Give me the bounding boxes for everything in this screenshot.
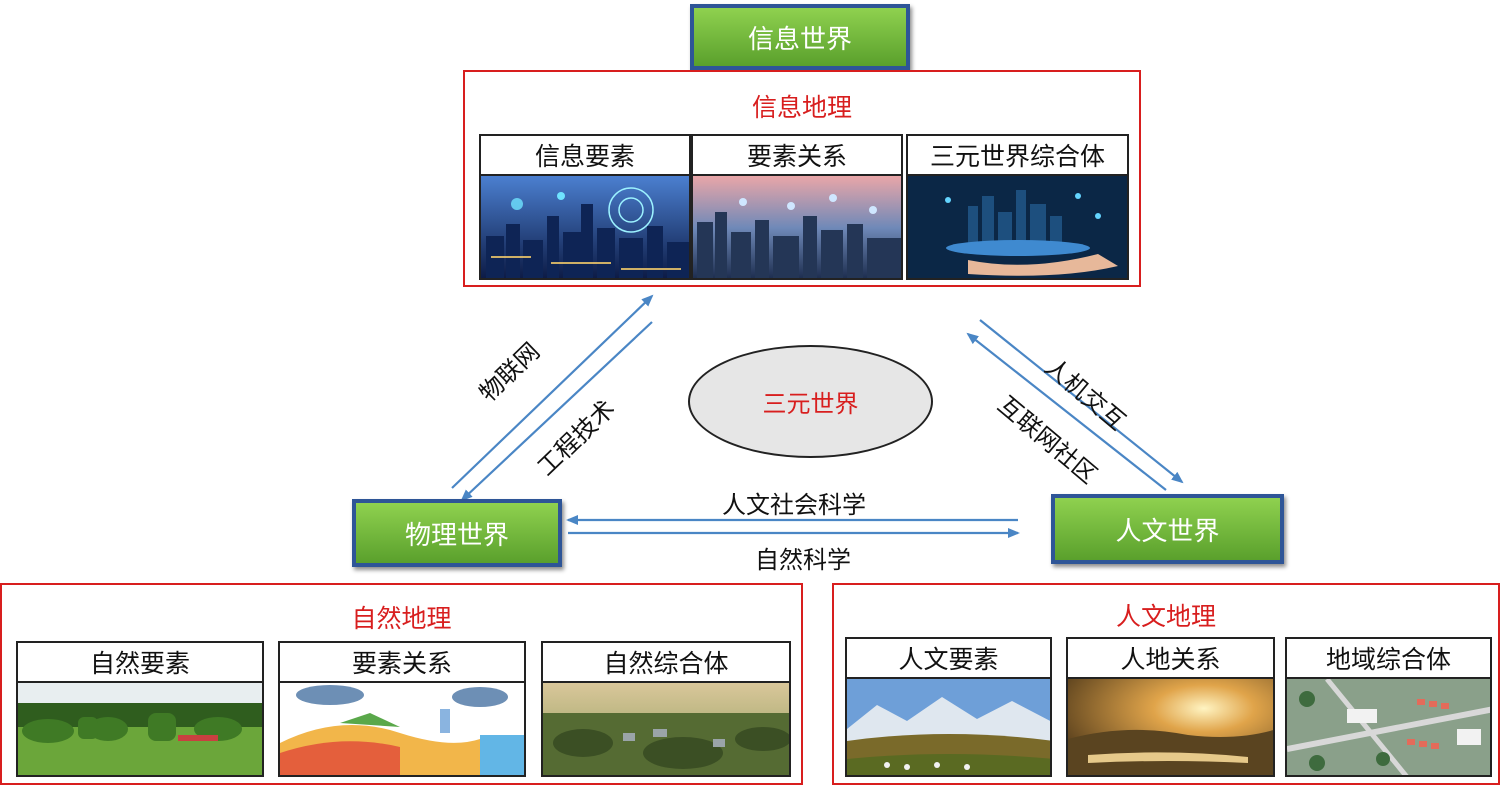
link-label-natural-science: 自然科学 bbox=[755, 546, 851, 574]
panel-label: 人文要素 bbox=[847, 639, 1050, 679]
natural-geography-region: 自然地理 自然要素 要素关系 bbox=[0, 583, 803, 785]
human-world-box: 人文世界 bbox=[1051, 494, 1284, 564]
panel-natural-relations: 要素关系 bbox=[278, 641, 526, 777]
town-plan-image bbox=[1287, 677, 1490, 775]
info-world-label: 信息世界 bbox=[747, 24, 852, 55]
tri-world-label: 三元世界 bbox=[762, 390, 859, 418]
panel-label: 地域综合体 bbox=[1287, 639, 1490, 679]
panel-human-land-relations: 人地关系 bbox=[1066, 637, 1275, 777]
human-geography-title: 人文地理 bbox=[1115, 602, 1216, 631]
arrow-info-to-human bbox=[979, 319, 1184, 484]
physical-world-label: 物理世界 bbox=[404, 520, 509, 551]
smart-city-hand-image bbox=[908, 176, 1127, 278]
info-geography-title: 信息地理 bbox=[751, 93, 852, 122]
panel-label: 三元世界综合体 bbox=[908, 136, 1127, 176]
panel-info-elements: 信息要素 bbox=[479, 134, 691, 280]
info-geography-region: 信息地理 信息要素 要素关系 bbox=[463, 70, 1141, 287]
human-geography-region: 人文地理 人文要素 人地关系 地域综合体 bbox=[832, 583, 1500, 785]
panel-element-relations: 要素关系 bbox=[691, 134, 903, 280]
garden-image bbox=[18, 683, 262, 775]
physical-world-box: 物理世界 bbox=[352, 499, 562, 567]
panel-natural-elements: 自然要素 bbox=[16, 641, 264, 777]
info-world-box: 信息世界 bbox=[690, 4, 910, 70]
countryside-image bbox=[543, 683, 789, 775]
sunset-lake-image bbox=[1068, 679, 1273, 775]
city-network-image bbox=[481, 176, 689, 278]
panel-label: 要素关系 bbox=[280, 643, 524, 683]
mountain-pasture-image bbox=[847, 679, 1050, 775]
tri-world-ellipse: 三元世界 bbox=[688, 345, 933, 458]
panel-label: 自然综合体 bbox=[543, 643, 789, 683]
panel-label: 人地关系 bbox=[1068, 639, 1273, 679]
panel-label: 要素关系 bbox=[693, 136, 901, 176]
panel-human-elements: 人文要素 bbox=[845, 637, 1052, 777]
panel-regional-complex: 地域综合体 bbox=[1285, 637, 1492, 777]
natural-geography-title: 自然地理 bbox=[351, 604, 452, 633]
arrow-info-to-physical bbox=[460, 321, 653, 502]
arrow-physical-to-info bbox=[451, 294, 654, 489]
panel-tri-world-complex: 三元世界综合体 bbox=[906, 134, 1129, 280]
human-world-label: 人文世界 bbox=[1115, 516, 1220, 547]
arrow-human-to-info bbox=[966, 332, 1167, 491]
city-skyline-image bbox=[693, 176, 901, 278]
water-cycle-image bbox=[280, 683, 524, 775]
link-label-humanities: 人文社会科学 bbox=[722, 491, 866, 519]
panel-natural-complex: 自然综合体 bbox=[541, 641, 791, 777]
panel-label: 信息要素 bbox=[481, 136, 689, 176]
panel-label: 自然要素 bbox=[18, 643, 262, 683]
